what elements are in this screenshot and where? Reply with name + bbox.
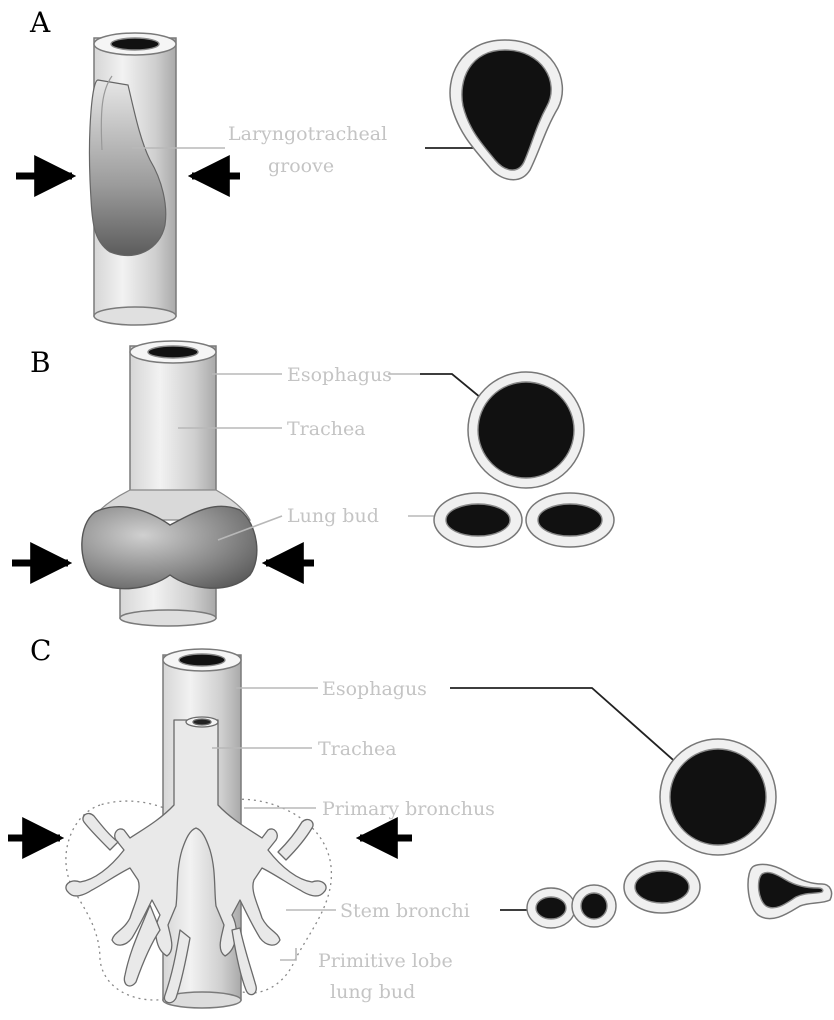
- panel-b-label-esophagus: Esophagus: [287, 364, 392, 386]
- panel-a-cross-section: [450, 40, 562, 180]
- panel-b: B Esophagus Trachea Lung bud: [12, 341, 614, 626]
- panel-b-lung-bud-cross-section-left: [434, 493, 522, 547]
- panel-c-label-primitive-lobe-line1: Primitive lobe: [318, 950, 453, 972]
- panel-c-lobe-cross-section-right: [748, 864, 832, 918]
- panel-c-esophagus-cross-section: [660, 739, 776, 855]
- panel-c-label-primitive-lobe-line2: lung bud: [330, 981, 415, 1003]
- panel-c-lobe-cross-section-left: [624, 861, 700, 913]
- panel-c-label-stem-bronchi: Stem bronchi: [340, 900, 470, 922]
- panel-c-label-trachea: Trachea: [318, 738, 397, 760]
- panel-c: C Esophagus Trachea: [8, 634, 832, 1008]
- panel-c-stem-bronchi-cross-section: [527, 885, 616, 928]
- panel-a-label-groove-line2: groove: [268, 155, 334, 177]
- panel-b-esophagus-cross-section: [468, 372, 584, 488]
- panel-b-label-trachea: Trachea: [287, 418, 366, 440]
- panel-b-label-lung-bud: Lung bud: [287, 505, 379, 527]
- panel-b-letter: B: [30, 346, 51, 379]
- panel-a-letter: A: [29, 6, 51, 39]
- panel-c-label-primary-bronchus: Primary bronchus: [322, 798, 495, 820]
- panel-a-label-groove-line1: Laryngotracheal: [228, 123, 387, 145]
- panel-a: A Laryngotracheal groove: [16, 6, 562, 325]
- panel-c-letter: C: [30, 634, 51, 667]
- panel-c-label-esophagus: Esophagus: [322, 678, 427, 700]
- panel-b-lung-bud-cross-section-right: [526, 493, 614, 547]
